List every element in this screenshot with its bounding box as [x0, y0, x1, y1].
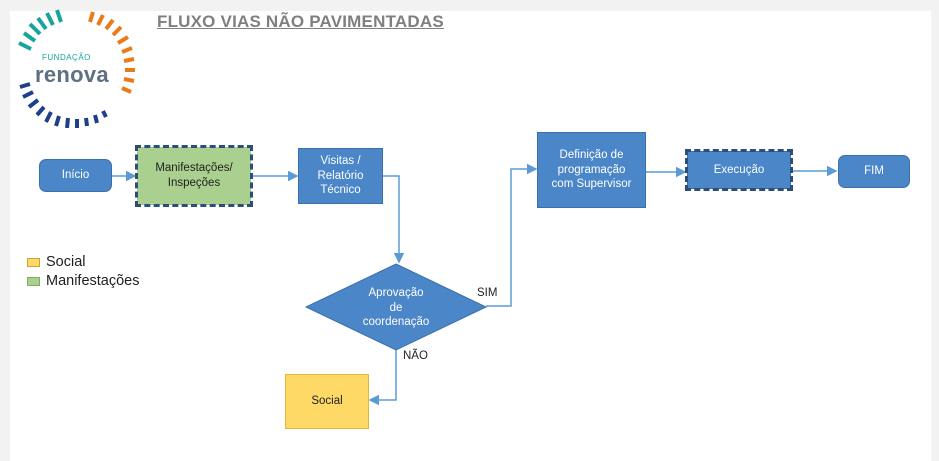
- edge-label-sim: SIM: [477, 287, 498, 299]
- renova-logo: FUNDAÇÃO renova: [14, 8, 138, 128]
- slide-canvas: [10, 11, 931, 461]
- node-manifestacoes: Manifestações/ Inspeções: [135, 145, 253, 207]
- page-title: FLUXO VIAS NÃO PAVIMENTADAS: [157, 12, 444, 31]
- node-social: Social: [285, 374, 369, 429]
- decision-aprovacao-shape: [304, 263, 488, 351]
- logo-rings-icon: [18, 9, 135, 128]
- legend-item-social: Social: [27, 254, 86, 270]
- logo-brand-text: renova: [35, 62, 109, 87]
- node-definicao: Definição de programação com Supervisor: [537, 132, 646, 208]
- node-fim: FIM: [838, 155, 910, 188]
- legend-label-social: Social: [46, 254, 86, 270]
- node-execucao: Execução: [685, 149, 793, 191]
- node-inicio: Início: [39, 159, 112, 192]
- logo-small-text: FUNDAÇÃO: [42, 53, 91, 62]
- edge-aprovacao-definicao: [486, 163, 538, 307]
- edge-label-nao: NÃO: [403, 350, 428, 362]
- node-visitas: Visitas / Relatório Técnico: [298, 148, 383, 204]
- node-aprovacao: Aprovação de coordenação: [362, 286, 430, 329]
- legend-label-manifestacoes: Manifestações: [46, 273, 140, 289]
- edge-aprovacao-social: [368, 349, 397, 406]
- legend-swatch-social: [27, 257, 40, 267]
- legend-item-manifestacoes: Manifestações: [27, 273, 140, 289]
- edge-visitas-aprovacao: [383, 175, 405, 264]
- legend-swatch-manifestacoes: [27, 276, 40, 286]
